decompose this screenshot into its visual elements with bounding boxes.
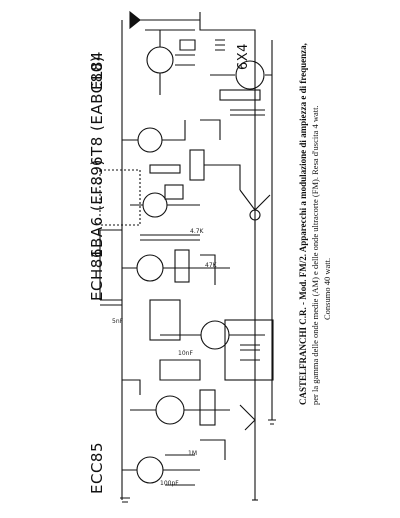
tube-label-6x4: 6X4 xyxy=(236,43,251,70)
component-label: 4.7K xyxy=(190,228,204,235)
caption-line-1: CASTELFRANCHI C.R. - Mod. FM/2. Apparecc… xyxy=(298,43,308,405)
component-label: 100pF xyxy=(160,480,179,487)
component-label: 10nF xyxy=(178,350,193,357)
caption-line-2: per la gamma delle onde medie (AM) e del… xyxy=(310,105,320,405)
component-label: 1M xyxy=(188,450,197,457)
component-label: 47K xyxy=(205,262,217,269)
component-label: 5nF xyxy=(112,318,124,325)
caption-line-3: Consumo 40 watt. xyxy=(322,257,332,320)
tube-label-6ba6: 6BA6 (EF89) xyxy=(88,159,106,258)
tube-label-el84: EL84 xyxy=(88,51,106,90)
tube-label-ecc85: ECC85 xyxy=(88,441,106,494)
